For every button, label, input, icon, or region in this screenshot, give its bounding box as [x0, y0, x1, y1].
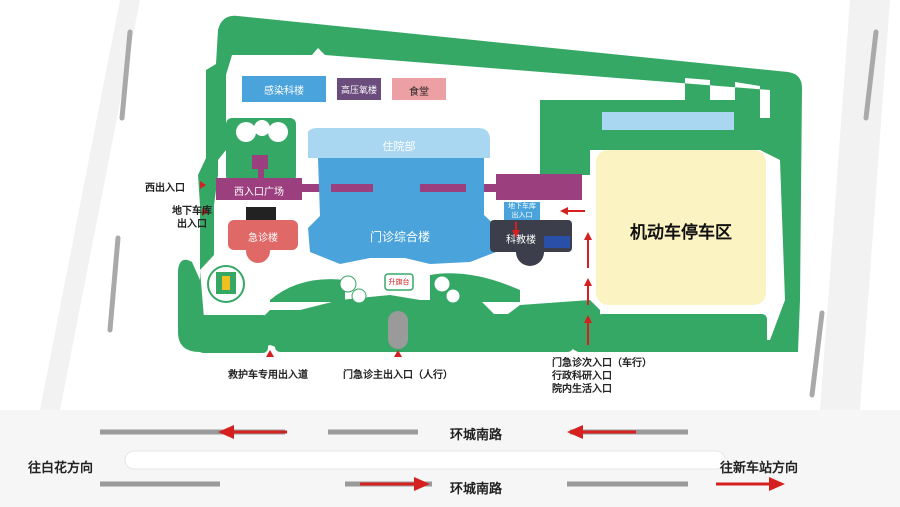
main-pedestrian-label: 门急诊主出入口（人行）	[343, 370, 453, 381]
oxygen-building	[337, 78, 381, 100]
garage-right-label: 地下车库 出入口	[508, 202, 536, 219]
to-right-label: 往新车站方向	[720, 461, 799, 476]
outpatient-label: 门诊综合楼	[369, 230, 430, 244]
garage-left-label: 地下车库 出入口	[172, 206, 212, 230]
light-blue-block	[602, 112, 734, 130]
inpatient-building	[308, 128, 490, 158]
vehicle-entrance-label: 门急诊次入口（车行） 行政科研入口 院内生活入口	[552, 358, 652, 395]
flag-label: 升旗台	[388, 278, 410, 286]
east-corridor	[496, 174, 582, 200]
flag-platform	[384, 273, 414, 291]
canteen-label: 食堂	[409, 87, 429, 98]
upper-road-label: 环城南路	[450, 428, 503, 443]
research-label: 科教楼	[506, 235, 536, 246]
inpatient-label: 住院部	[382, 140, 416, 153]
infection-label: 感染科楼	[264, 86, 304, 97]
west-plaza-label: 西入口广场	[234, 187, 284, 198]
lower-road-label: 环城南路	[450, 482, 503, 497]
infection-building	[242, 76, 326, 102]
emergency-building	[228, 220, 298, 250]
garage-box	[504, 202, 540, 222]
parking-area	[596, 150, 766, 305]
main-gate-island	[388, 311, 408, 349]
parking-label: 机动车停车区	[630, 223, 732, 243]
ambulance-label: 救护车专用出入道	[228, 370, 308, 381]
outpatient-building	[308, 158, 500, 264]
east-road	[820, 0, 890, 410]
canteen	[392, 78, 446, 100]
west-road	[40, 0, 140, 410]
to-left-label: 往白花方向	[28, 461, 94, 476]
west-plaza	[216, 178, 302, 200]
emergency-label: 急诊楼	[248, 233, 278, 244]
oxygen-label: 高压氧楼	[340, 86, 377, 96]
west-entrance-label: 西出入口	[145, 183, 185, 194]
